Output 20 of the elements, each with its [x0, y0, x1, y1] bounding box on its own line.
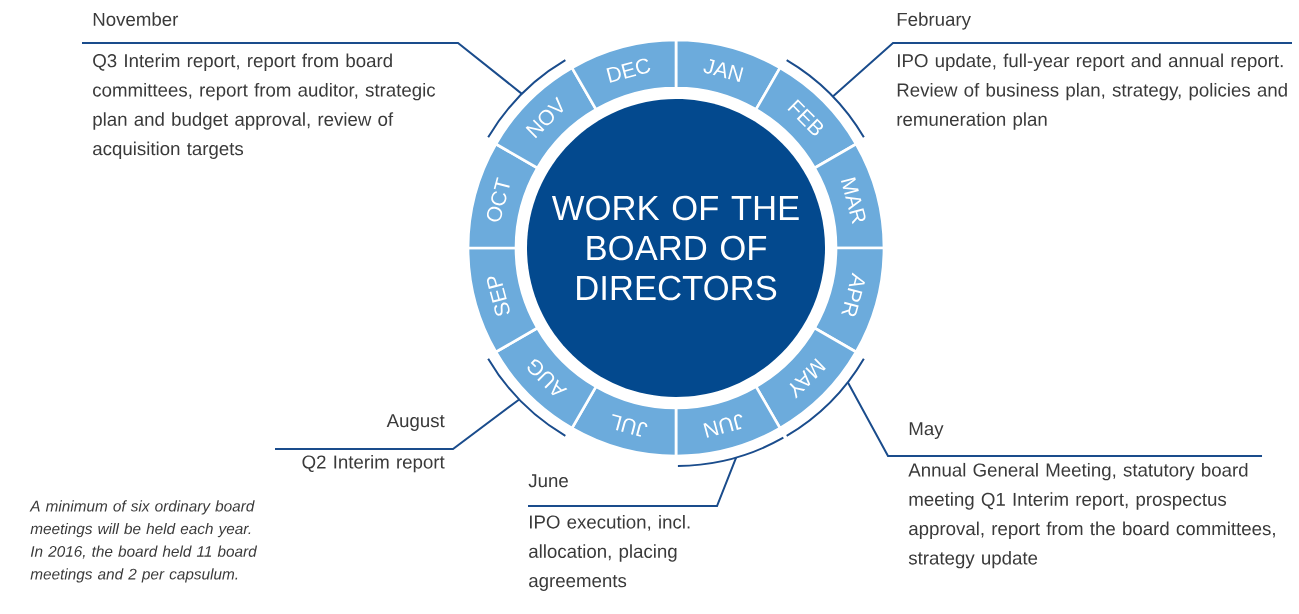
- month-segment: JUN: [674, 385, 782, 458]
- month-segment: APR: [813, 246, 886, 354]
- note-text: A minimum of six ordinary board meetings will be held each year. In 2016, the board held 11 board meetings and 2 per capsulum.: [29, 500, 258, 583]
- leader-line: [831, 42, 1293, 98]
- month-segment: JAN: [674, 38, 782, 111]
- callout-text: June IPO execution, incl. allocation, placing agreements: [528, 474, 690, 591]
- month-segment: AUG: [494, 326, 598, 430]
- month-segment: OCT: [466, 142, 539, 250]
- callout-text: August Q2 Interim report: [302, 414, 445, 473]
- leader-line: [81, 42, 523, 95]
- callout-text: February IPO update, full-year report and annual report. Review of business plan, strategy, policies and remuneration plan: [897, 12, 1287, 130]
- month-segment: DEC: [570, 38, 678, 111]
- callout-text: November Q3 Interim report, report from board committees, report from auditor, strategic plan and budget approval, review of acquisition targets: [93, 12, 436, 159]
- leader-line: [527, 456, 738, 507]
- month-segment: JUL: [570, 385, 678, 458]
- month-segment: MAR: [813, 142, 886, 250]
- callout-text: May Annual General Meeting, statutory board meeting Q1 Interim report, prospectus approval, report from the board committees, strategy update: [908, 422, 1275, 569]
- month-segment: SEP: [466, 246, 539, 354]
- leader-line: [846, 381, 1263, 457]
- leader-line: [274, 398, 521, 450]
